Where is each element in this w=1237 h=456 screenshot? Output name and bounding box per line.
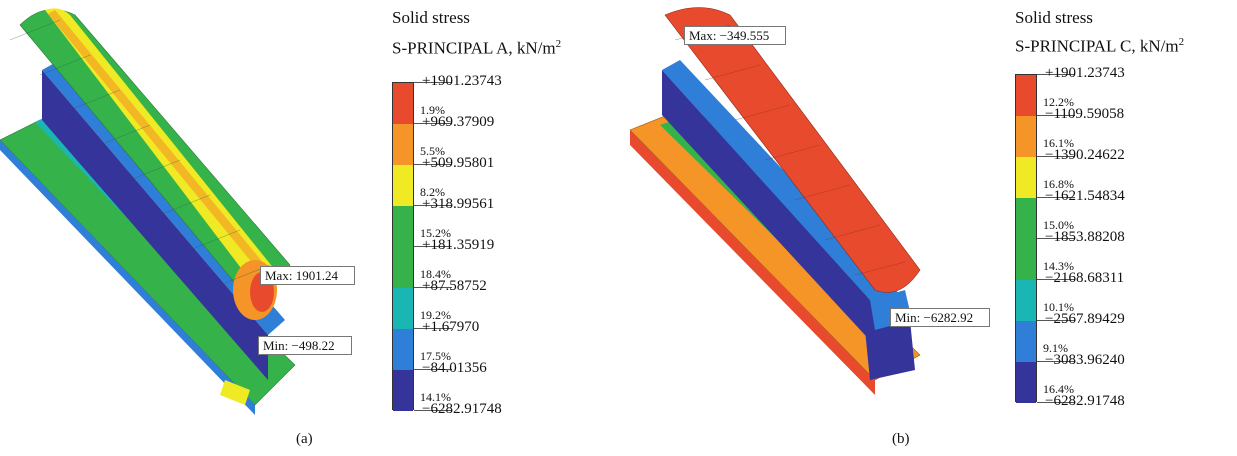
- min-tag: Min: −498.22: [258, 336, 352, 355]
- min-tag: Min: −6282.92: [890, 308, 991, 327]
- legend-tick: [1037, 361, 1075, 362]
- legend-segment: [1016, 280, 1036, 321]
- legend-value: −6282.91748: [1045, 393, 1125, 409]
- legend-title: Solid stress: [1015, 8, 1093, 27]
- legend-segment: [393, 247, 413, 288]
- color-bar: [392, 82, 414, 411]
- legend-b: Solid stress S-PRINCIPAL C, kN/m2 +1901.…: [1015, 0, 1237, 430]
- legend-value: −84.01356: [422, 360, 487, 376]
- legend-segment: [393, 288, 413, 329]
- legend-percent: 18.4%: [420, 266, 451, 281]
- legend-segment: [393, 370, 413, 411]
- legend-value: −3083.96240: [1045, 352, 1125, 368]
- legend-percent: 1.9%: [420, 102, 445, 117]
- legend-percent: 12.2%: [1043, 94, 1074, 109]
- legend-segment: [393, 206, 413, 247]
- max-tag: Max: 1901.24: [260, 266, 355, 285]
- legend-tick: [1037, 238, 1075, 239]
- legend-tick: [414, 287, 452, 288]
- legend-segment: [1016, 157, 1036, 198]
- legend-segment: [393, 124, 413, 165]
- legend-percent: 16.8%: [1043, 176, 1074, 191]
- legend-percent: 5.5%: [420, 143, 445, 158]
- legend-value: −2168.68311: [1045, 270, 1125, 286]
- legend-value: −6282.91748: [422, 401, 502, 417]
- legend-value: −1109.59058: [1045, 106, 1125, 122]
- legend-value: +1.67970: [422, 319, 480, 335]
- panel-b: Max: −349.555 Min: −6282.92 Solid stress…: [620, 0, 1237, 456]
- legend-tick: [414, 328, 452, 329]
- legend-segment: [1016, 75, 1036, 116]
- legend-segment: [393, 329, 413, 370]
- legend-percent: 14.3%: [1043, 258, 1074, 273]
- legend-tick: [414, 164, 452, 165]
- legend-subtitle: S-PRINCIPAL A, kN/m2: [392, 38, 562, 58]
- legend-tick: [1037, 115, 1075, 116]
- caption-a: (a): [296, 431, 313, 447]
- legend-percent: 15.2%: [420, 225, 451, 240]
- legend-tick: [1037, 197, 1075, 198]
- legend-segment: [1016, 116, 1036, 157]
- legend-percent: 16.4%: [1043, 381, 1074, 396]
- caption-b: (b): [892, 431, 910, 447]
- legend-percent: 14.1%: [420, 389, 451, 404]
- legend-tick: [414, 369, 452, 370]
- legend-segment: [1016, 362, 1036, 403]
- legend-value: −1390.24622: [1045, 147, 1125, 163]
- legend-segment: [1016, 239, 1036, 280]
- legend-tick: [414, 410, 452, 411]
- legend-value: +1901.23743: [422, 73, 502, 89]
- legend-segment: [1016, 321, 1036, 362]
- legend-tick: [1037, 402, 1075, 403]
- color-bar: [1015, 74, 1037, 403]
- legend-percent: 17.5%: [420, 348, 451, 363]
- legend-tick: [414, 123, 452, 124]
- beam-model-b: [629, 7, 921, 395]
- legend-value: +181.35919: [422, 237, 495, 253]
- legend-a: Solid stress S-PRINCIPAL A, kN/m2 +1901.…: [392, 0, 620, 430]
- legend-value: −2567.89429: [1045, 311, 1125, 327]
- legend-subtitle: S-PRINCIPAL C, kN/m2: [1015, 36, 1185, 56]
- legend-percent: 19.2%: [420, 307, 451, 322]
- legend-value: +969.37909: [422, 114, 495, 130]
- legend-percent: 15.0%: [1043, 217, 1074, 232]
- legend-tick: [1037, 156, 1075, 157]
- legend-value: +318.99561: [422, 196, 495, 212]
- legend-tick: [1037, 279, 1075, 280]
- legend-value: +87.58752: [422, 278, 487, 294]
- legend-percent: 8.2%: [420, 184, 445, 199]
- legend-value: +1901.23743: [1045, 65, 1125, 81]
- legend-tick: [1037, 320, 1075, 321]
- beam-model-a: [0, 8, 296, 415]
- legend-value: −1621.54834: [1045, 188, 1125, 204]
- legend-segment: [393, 83, 413, 124]
- legend-percent: 16.1%: [1043, 135, 1074, 150]
- legend-percent: 9.1%: [1043, 340, 1068, 355]
- legend-segment: [1016, 198, 1036, 239]
- legend-tick: [414, 246, 452, 247]
- legend-value: −1853.88208: [1045, 229, 1125, 245]
- legend-percent: 10.1%: [1043, 299, 1074, 314]
- legend-segment: [393, 165, 413, 206]
- legend-title: Solid stress: [392, 8, 470, 27]
- legend-tick: [414, 82, 452, 83]
- legend-tick: [414, 205, 452, 206]
- max-tag: Max: −349.555: [684, 26, 787, 45]
- legend-tick: [1037, 74, 1075, 75]
- legend-value: +509.95801: [422, 155, 495, 171]
- panel-a: Max: 1901.24 Min: −498.22 Solid stress S…: [0, 0, 620, 447]
